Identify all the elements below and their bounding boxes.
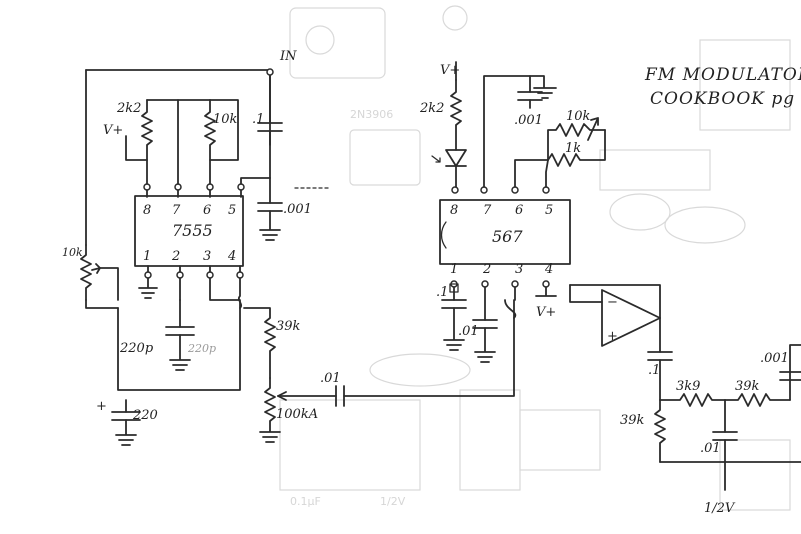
- pot-100k-label: 100kA: [276, 407, 318, 422]
- resistor-1k-567: [547, 129, 606, 167]
- capacitor-01-coupling: [335, 385, 345, 407]
- c-220-plus: +: [96, 399, 107, 414]
- r-39k-filter-label: 39k: [620, 413, 645, 428]
- vplus-567-label: V+: [440, 63, 460, 78]
- c-220p-ghost-label: 220p: [187, 342, 216, 355]
- op-amp-minus: −: [607, 295, 618, 310]
- capacitor-point1-out: [647, 351, 673, 361]
- ic-7555-pin-7: 7: [172, 203, 181, 218]
- c-1-567-label: .1: [436, 285, 448, 300]
- c-01-567-label: .01: [458, 324, 479, 339]
- c-01-coupling-label: .01: [320, 371, 341, 386]
- ic-7555-pin-1: 1: [143, 249, 151, 264]
- capacitor-point1-567: [441, 299, 467, 309]
- potentiometer-10k-567: [547, 123, 606, 161]
- resistor-10k-555: [204, 99, 216, 185]
- ic-567-body: [439, 199, 571, 265]
- input-label: IN: [279, 49, 297, 64]
- capacitor-001-out: [779, 371, 801, 381]
- ic-7555-pin-8: 8: [143, 203, 151, 218]
- r-1k-567-label: 1k: [565, 141, 581, 156]
- c-1-out-label: .1: [648, 363, 660, 378]
- led-567: [445, 149, 467, 167]
- r-39k-label: 39k: [276, 319, 301, 334]
- title-line-1: FM MODULATOR: [644, 65, 801, 85]
- ic-567-pin-7: 7: [483, 203, 492, 218]
- ic-7555-name: 7555: [172, 221, 213, 240]
- c-220-label: 220: [132, 408, 158, 423]
- resistor-2k2-555: [141, 99, 153, 185]
- ic-567-pin-8: 8: [450, 203, 458, 218]
- c-001-555-label: .001: [283, 202, 312, 217]
- r-3k9-label: 3k9: [676, 379, 700, 394]
- resistor-39k-out: [724, 393, 791, 407]
- c-220p-label: 220p: [119, 341, 154, 356]
- background-show-through: 2N3906 0.1μF 1/2V: [279, 5, 791, 511]
- ic-7555-pin-3: 3: [203, 249, 211, 264]
- pot-10k-left-label: 10k: [62, 246, 83, 259]
- ic-7555-pin-6: 6: [203, 203, 211, 218]
- ic-567-pin-5: 5: [545, 203, 553, 218]
- ic-7555-body: [134, 195, 244, 267]
- potentiometer-100k: [259, 377, 281, 443]
- c-point1-555-label: .1: [252, 112, 264, 127]
- capacitor-001-555: [257, 202, 283, 212]
- modulation-path: 39k 100kA .01: [243, 299, 515, 443]
- half-v-label: 1/2V: [704, 501, 736, 516]
- svg-text:0.1μF: 0.1μF: [290, 495, 321, 508]
- r-39k-out-label: 39k: [735, 379, 760, 394]
- ic-567-pin-3: 3: [515, 262, 523, 277]
- c-001-out-label: .001: [760, 351, 789, 366]
- ic-7555-pin-2: 2: [171, 249, 180, 264]
- output-filter-section: − + .1 3k9 39k .001 39k .01 1/2V: [569, 284, 801, 516]
- title-block: FM MODULATOR COOKBOOK pg 19: [644, 65, 801, 109]
- resistor-3k9: [659, 393, 726, 407]
- ic-567-pin-1: 1: [450, 262, 458, 277]
- svg-text:1/2V: 1/2V: [380, 495, 406, 508]
- ic-7555-pin-4: 4: [227, 249, 236, 264]
- r-2k2-567-label: 2k2: [419, 101, 444, 116]
- vplus-left-label: V+: [103, 123, 123, 138]
- resistor-2k2-567: [450, 79, 462, 151]
- ic-7555-pin-5: 5: [228, 203, 236, 218]
- vplus-pin4-label: V+: [536, 305, 556, 320]
- r-10k-555-label: 10k: [213, 112, 238, 127]
- c-01-filter-label: .01: [700, 441, 721, 456]
- ic-567-pin-2: 2: [482, 262, 491, 277]
- title-line-2: COOKBOOK pg 19: [650, 89, 801, 109]
- capacitor-220p: [165, 326, 195, 336]
- timer-555-section: 7555 8 7 6 5 1 2 3 4 V+ 2k2 10k: [62, 49, 331, 446]
- ic-567-pin-6: 6: [515, 203, 523, 218]
- c-001-567-label: .001: [514, 113, 543, 128]
- ic-567-pin-4: 4: [544, 262, 553, 277]
- decoder-567-section: 567 8 7 6 5 1 2 3 4 V+ 2k2 .001 1: [419, 61, 606, 363]
- svg-text:2N3906: 2N3906: [350, 108, 393, 121]
- resistor-39k: [243, 307, 276, 379]
- capacitor-01-filter: [712, 431, 738, 441]
- potentiometer-10k-left: [80, 244, 92, 301]
- ic-567-name: 567: [492, 227, 523, 246]
- op-amp: [601, 289, 661, 347]
- op-amp-plus: +: [607, 329, 618, 344]
- r-2k2-555-label: 2k2: [116, 101, 141, 116]
- resistor-39k-filter: [654, 399, 666, 463]
- pot-10k-567-label: 10k: [566, 109, 591, 124]
